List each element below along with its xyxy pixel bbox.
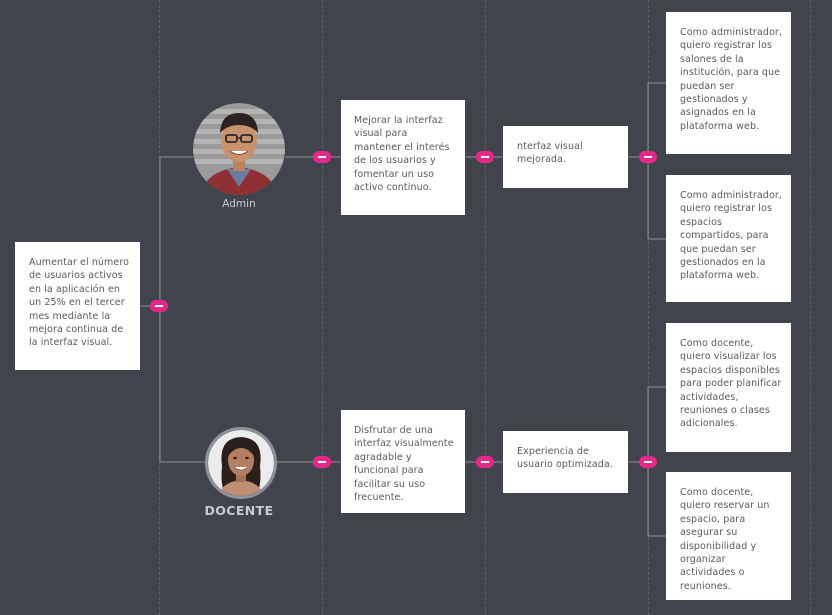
outcome-card-docente: Experiencia de usuario optimizada.	[503, 431, 628, 493]
column-guide	[810, 0, 811, 615]
story-card-docente-2: Como docente, quiero reservar un espacio…	[666, 472, 791, 600]
column-guide	[485, 0, 486, 615]
outcome-text-docente: Experiencia de usuario optimizada.	[517, 446, 613, 471]
collapse-toggle-outcome-admin[interactable]	[639, 151, 657, 163]
outcome-card-admin: nterfaz visual mejorada.	[503, 126, 628, 188]
collapse-toggle-outcome-docente[interactable]	[639, 456, 657, 468]
story-card-admin-1: Como administrador, quiero registrar los…	[666, 12, 791, 154]
collapse-toggle-need-admin[interactable]	[476, 151, 494, 163]
story-text: Como administrador, quiero registrar los…	[680, 190, 783, 282]
persona-label-admin: Admin	[222, 198, 256, 210]
collapse-toggle-goal[interactable]	[150, 300, 168, 312]
need-card-admin: Mejorar la interfaz visual para mantener…	[341, 100, 465, 215]
need-card-docente: Disfrutar de una interfaz visualmente ag…	[341, 410, 465, 513]
story-card-docente-1: Como docente, quiero visualizar los espa…	[666, 323, 791, 452]
admin-avatar[interactable]	[193, 103, 285, 195]
goal-card: Aumentar el número de usuarios activos e…	[15, 242, 140, 370]
story-text: Como docente, quiero reservar un espacio…	[680, 487, 770, 592]
need-text-docente: Disfrutar de una interfaz visualmente ag…	[354, 425, 454, 504]
need-text-admin: Mejorar la interfaz visual para mantener…	[354, 115, 450, 194]
goal-text: Aumentar el número de usuarios activos e…	[29, 257, 130, 349]
story-text: Como administrador, quiero registrar los…	[680, 27, 783, 132]
woman-avatar-icon	[208, 430, 274, 496]
column-guide	[648, 0, 649, 615]
collapse-toggle-need-docente[interactable]	[476, 456, 494, 468]
collapse-toggle-docente[interactable]	[313, 456, 331, 468]
persona-label-docente: DOCENTE	[204, 503, 274, 518]
story-text: Como docente, quiero visualizar los espa…	[680, 338, 782, 430]
story-card-admin-2: Como administrador, quiero registrar los…	[666, 175, 791, 302]
man-with-glasses-avatar-icon	[193, 103, 285, 195]
column-guide	[322, 0, 323, 615]
outcome-text-admin: nterfaz visual mejorada.	[517, 141, 583, 166]
docente-avatar[interactable]	[205, 427, 277, 499]
collapse-toggle-admin[interactable]	[313, 151, 331, 163]
